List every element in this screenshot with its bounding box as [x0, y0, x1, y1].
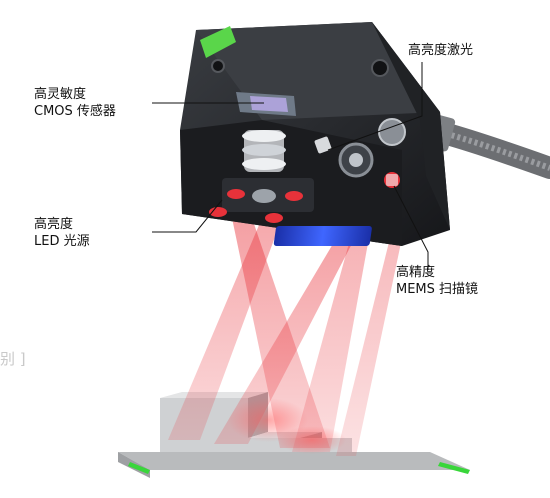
callout-mems: 高精度 MEMS 扫描镜 [396, 264, 478, 298]
callout-laser-line1: 高亮度激光 [408, 43, 474, 58]
callout-cmos-sensor: 高灵敏度 CMOS 传感器 [34, 86, 116, 120]
callout-cmos-line1: 高灵敏度 [34, 87, 87, 102]
leader-mems [393, 185, 429, 270]
internal-components [209, 92, 406, 223]
cmos-chip [250, 96, 288, 112]
callout-led-line1: 高亮度 [34, 217, 74, 232]
leader-laser [327, 62, 423, 151]
led-left [227, 189, 245, 199]
callout-led-line2: LED 光源 [34, 234, 90, 249]
callout-lines [152, 62, 429, 270]
callout-led: 高亮度 LED 光源 [34, 216, 90, 250]
callout-laser: 高亮度激光 [408, 42, 473, 59]
callout-mems-line2: MEMS 扫描镜 [396, 282, 479, 297]
edge-text-fragment: 别 ] [0, 350, 26, 368]
light-beams [168, 218, 402, 456]
leader-led [152, 199, 223, 233]
led-right [285, 191, 303, 201]
callout-cmos-line2: CMOS 传感器 [34, 104, 116, 119]
callout-mems-line1: 高精度 [396, 265, 436, 280]
sensor-cable [426, 114, 550, 179]
